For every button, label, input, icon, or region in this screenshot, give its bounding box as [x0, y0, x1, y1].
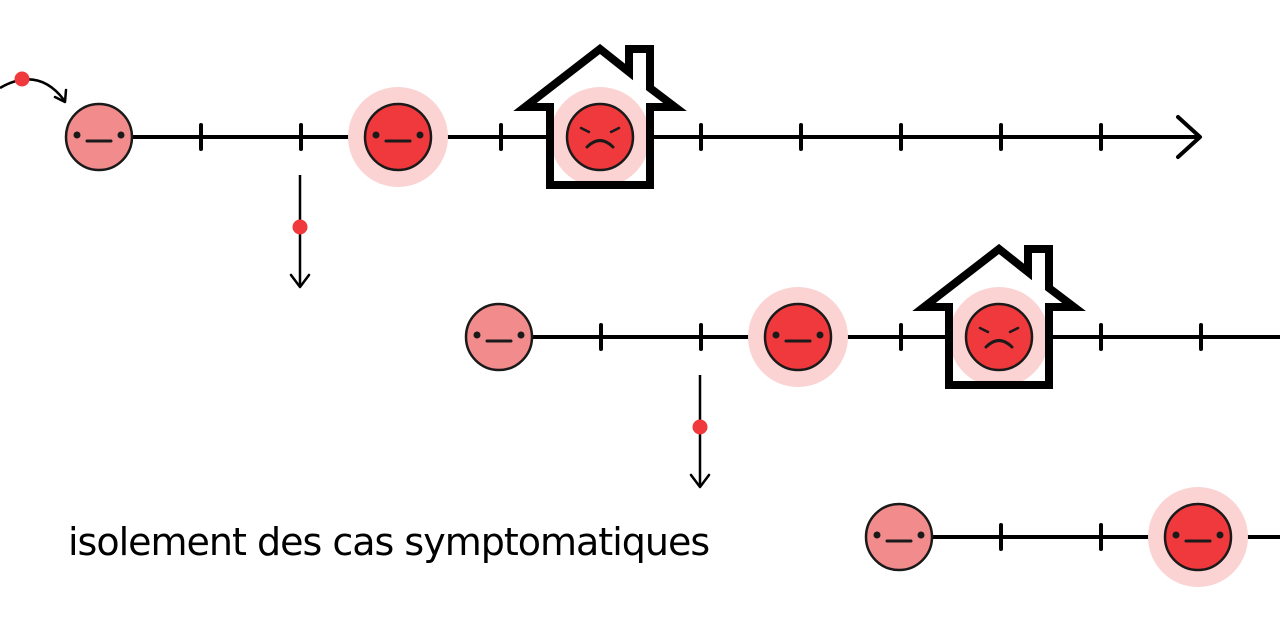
right-brow [1008, 326, 1020, 334]
arrow-down-icon [689, 473, 711, 489]
face-circle [464, 302, 534, 372]
neutral-face-icon [763, 302, 833, 372]
transmission-arrow [289, 175, 311, 289]
neutral-face-icon [864, 502, 934, 572]
right-eye [416, 131, 424, 139]
left-eye [73, 131, 81, 139]
house-icon [513, 43, 687, 189]
neutral-face-icon [464, 302, 534, 372]
left-brow [579, 126, 591, 134]
left-eye [873, 531, 881, 539]
house-icon [912, 243, 1086, 389]
face-circle [864, 502, 934, 572]
right-brow [609, 126, 621, 134]
right-eye [117, 131, 125, 139]
transmission-dot [692, 419, 708, 435]
mouth [984, 339, 1014, 349]
face-circle [964, 302, 1034, 372]
incoming-arrow [0, 78, 65, 101]
transmission-dot [14, 71, 30, 87]
timeline-2 [464, 243, 1280, 489]
right-eye [917, 531, 925, 539]
neutral-face-icon [363, 102, 433, 172]
face-circle [763, 302, 833, 372]
arrow-right-icon [1176, 115, 1202, 159]
caption: isolement des cas symptomatiques [68, 520, 710, 564]
face-circle [565, 102, 635, 172]
left-eye [473, 331, 481, 339]
face-circle [363, 102, 433, 172]
face-circle [1163, 502, 1233, 572]
transmission-arrow [689, 375, 711, 489]
neutral-face-icon [64, 102, 134, 172]
sad-face-icon [565, 102, 635, 172]
sad-face-icon [964, 302, 1034, 372]
right-eye [1216, 531, 1224, 539]
arrowhead-icon [53, 88, 68, 104]
left-eye [772, 331, 780, 339]
incoming-transmission [0, 71, 68, 104]
mouth [585, 139, 615, 149]
right-eye [816, 331, 824, 339]
left-eye [1172, 531, 1180, 539]
arrow-down-icon [289, 273, 311, 289]
face-circle [64, 102, 134, 172]
transmission-dot [292, 219, 308, 235]
left-brow [978, 326, 990, 334]
neutral-face-icon [1163, 502, 1233, 572]
left-eye [372, 131, 380, 139]
right-eye [517, 331, 525, 339]
timeline-3 [864, 487, 1280, 587]
timeline-1 [64, 43, 1202, 289]
